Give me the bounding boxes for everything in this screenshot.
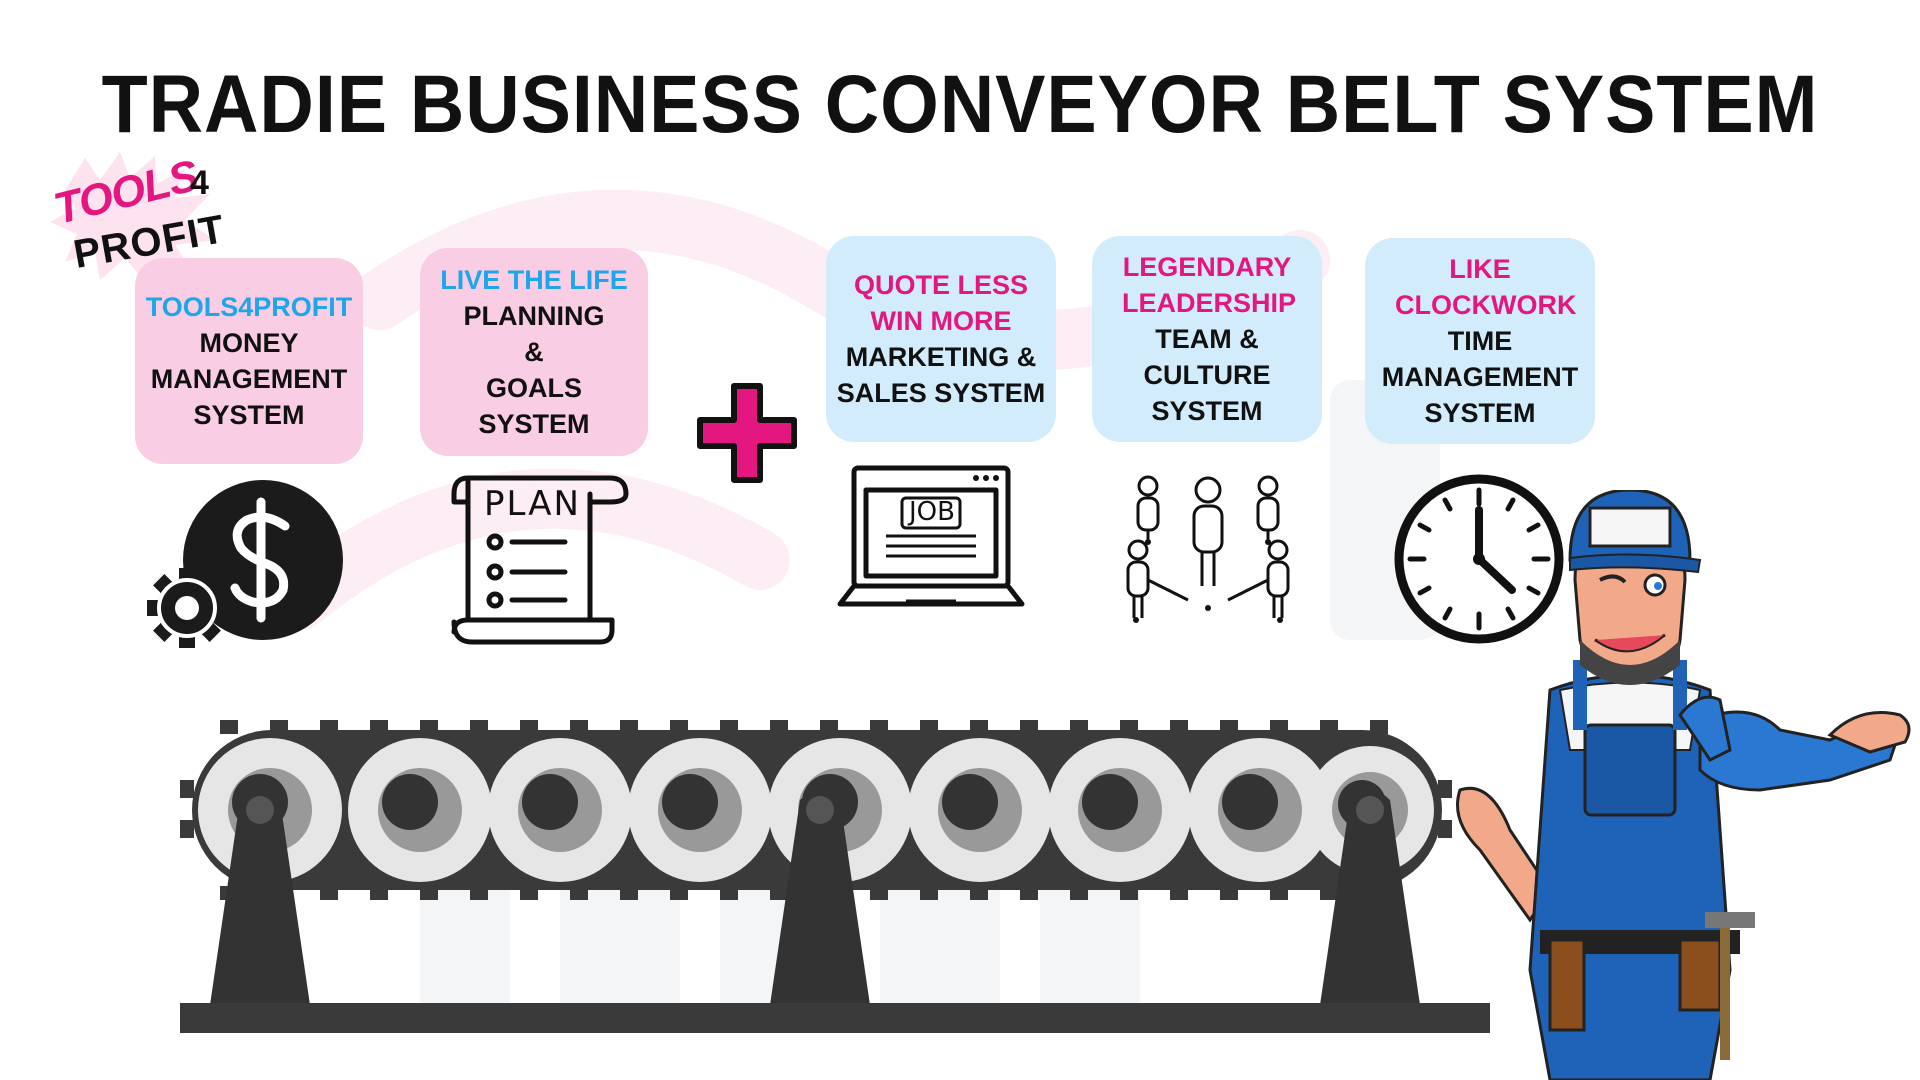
logo-splash-icon — [50, 152, 215, 282]
system-body-line: SALES SYSTEM — [836, 378, 1046, 408]
clock-icon — [1394, 474, 1564, 644]
system-body-line: MONEY — [199, 328, 299, 358]
system-body-line: PLANNING — [463, 301, 605, 331]
system-card-time: LIKE CLOCKWORK TIME MANAGEMENT SYSTEM — [1365, 238, 1595, 444]
page-title: TRADIE BUSINESS CONVEYOR BELT SYSTEM — [101, 59, 1819, 150]
system-body-line: TEAM & CULTURE — [1143, 324, 1271, 390]
system-card-planning: LIVE THE LIFE PLANNING & GOALS SYSTEM — [420, 248, 648, 456]
system-body-line: MARKETING & — [845, 342, 1037, 372]
tools4profit-logo: TOOLS 4 PROFIT — [45, 150, 230, 285]
system-body-line: TIME — [1447, 326, 1513, 356]
tradie-worker-illustration — [1456, 490, 1911, 1080]
job-laptop-icon: JOB — [836, 464, 1026, 624]
system-heading: LIKE CLOCKWORK — [1395, 254, 1577, 320]
system-body-line: GOALS SYSTEM — [478, 373, 590, 439]
system-body-line: SYSTEM — [1151, 396, 1263, 426]
laptop-outline-icon — [837, 465, 1025, 607]
system-body-line: SYSTEM — [193, 400, 305, 430]
system-heading: QUOTE LESS WIN MORE — [853, 270, 1029, 336]
system-card-money: TOOLS4PROFIT MONEY MANAGEMENT SYSTEM — [135, 258, 363, 464]
team-network-icon — [1126, 475, 1290, 623]
conveyor-belt-illustration — [180, 720, 1490, 1033]
job-label: JOB — [909, 497, 955, 527]
scroll-outline-icon — [451, 475, 629, 645]
plus-icon — [697, 383, 797, 483]
system-body-line: & — [524, 337, 544, 367]
plan-scroll-icon: PLAN — [450, 472, 630, 652]
dollar-gear-icon — [147, 480, 343, 648]
system-card-marketing: QUOTE LESS WIN MORE MARKETING & SALES SY… — [826, 236, 1056, 442]
system-card-leadership: LEGENDARY LEADERSHIP TEAM & CULTURE SYST… — [1092, 236, 1322, 442]
belt-stands — [180, 790, 1490, 1033]
logo-text-four: 4 — [190, 164, 209, 202]
system-body-line: MANAGEMENT — [150, 364, 348, 394]
system-heading: TOOLS4PROFIT — [145, 292, 353, 322]
system-heading: LIVE THE LIFE — [440, 265, 628, 295]
system-body-line: SYSTEM — [1424, 398, 1536, 428]
system-body-line: MANAGEMENT — [1381, 362, 1579, 392]
plan-label: PLAN — [484, 484, 581, 524]
system-heading: LEGENDARY LEADERSHIP — [1122, 252, 1297, 318]
